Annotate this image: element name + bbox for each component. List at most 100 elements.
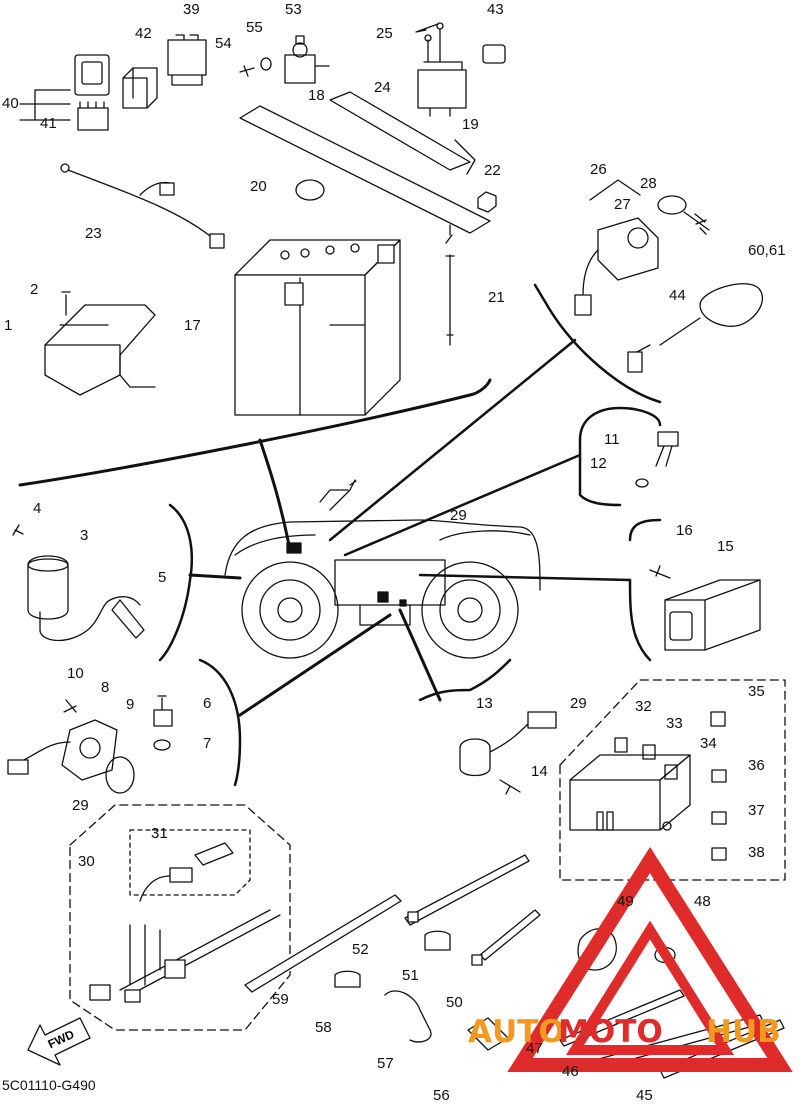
callout-60-61: 60,61 (748, 242, 786, 259)
callout-5: 5 (158, 569, 166, 586)
callout-14: 14 (531, 763, 548, 780)
callout-43: 43 (487, 1, 504, 18)
callout-3: 3 (80, 527, 88, 544)
callout-24: 24 (374, 79, 391, 96)
callout-32: 32 (635, 698, 652, 715)
callout-11: 11 (604, 431, 620, 448)
callout-7: 7 (203, 735, 211, 752)
callout-26: 26 (590, 161, 607, 178)
relay-part (122, 67, 158, 109)
ignition-coil-part (12, 524, 145, 642)
callout-27: 27 (614, 196, 631, 213)
clamp-part (334, 928, 676, 1051)
callout-45: 45 (636, 1087, 653, 1102)
callout-12: 12 (590, 455, 607, 472)
sensor-switch-part (153, 695, 173, 751)
callout-33: 33 (666, 715, 683, 732)
callout-53: 53 (285, 1, 302, 18)
callout-37: 37 (748, 802, 765, 819)
callout-16: 16 (676, 522, 693, 539)
rectifier-part (649, 565, 761, 651)
callout-17: 17 (184, 317, 201, 334)
callout-13: 13 (476, 695, 493, 712)
callout-41: 41 (40, 115, 57, 132)
long-bolt-part (445, 254, 455, 346)
fuse-box-part (569, 754, 691, 831)
callout-44: 44 (669, 287, 686, 304)
callout-38: 38 (748, 844, 765, 861)
callout-21: 21 (488, 289, 505, 306)
fuse-set-part (614, 711, 727, 861)
callout-labels: 39 53 43 42 55 54 25 24 40 41 18 19 22 2… (2, 1, 786, 1104)
callout-48: 48 (694, 893, 711, 910)
callout-4: 4 (33, 500, 41, 517)
watermark-uto: UTO (492, 1014, 565, 1050)
callout-30: 30 (78, 853, 95, 870)
nut-part (477, 191, 497, 213)
socket-part (627, 283, 764, 373)
callout-29-right: 29 (570, 695, 587, 712)
callout-46: 46 (562, 1063, 579, 1080)
callout-50: 50 (446, 994, 463, 1011)
callout-51: 51 (402, 967, 419, 984)
wire-harness-part (89, 842, 281, 1003)
relay-assembly-part (74, 54, 110, 131)
callout-6: 6 (203, 695, 211, 712)
callout-23: 23 (85, 225, 102, 242)
damper-part (295, 179, 325, 201)
callout-19: 19 (462, 116, 479, 133)
watermark-a: A (468, 1014, 492, 1050)
callout-9: 9 (126, 696, 134, 713)
forward-arrow-icon (27, 1017, 91, 1066)
callout-29-left: 29 (72, 797, 89, 814)
callout-47: 47 (526, 1040, 543, 1057)
callout-49: 49 (617, 893, 634, 910)
callout-35: 35 (748, 683, 765, 700)
watermark-hub: HUB (706, 1014, 781, 1050)
connector-cap-part (482, 44, 506, 64)
callout-28: 28 (640, 175, 657, 192)
callout-57: 57 (377, 1055, 394, 1072)
callout-15: 15 (717, 538, 734, 555)
pickup-coil-part (7, 699, 135, 794)
callout-40: 40 (2, 95, 19, 112)
relay-unit-part (417, 22, 467, 117)
callout-29-center: 29 (450, 507, 467, 524)
callout-2: 2 (30, 281, 38, 298)
switch-part (284, 35, 330, 84)
callout-55: 55 (246, 19, 263, 36)
starter-relay-part (167, 34, 207, 86)
cable-tie-part (244, 854, 541, 993)
battery-part (234, 239, 401, 416)
callout-34: 34 (700, 735, 717, 752)
main-switch-part (574, 217, 659, 316)
callout-56: 56 (433, 1087, 450, 1102)
callout-36: 36 (748, 757, 765, 774)
battery-bracket-part (239, 91, 491, 244)
callout-39: 39 (183, 1, 200, 18)
callout-59: 59 (272, 991, 289, 1008)
atv-silhouette (224, 479, 541, 659)
callout-54: 54 (215, 35, 232, 52)
automotohub-watermark (507, 846, 793, 1072)
callout-22: 22 (484, 162, 501, 179)
callout-31: 31 (151, 825, 168, 842)
bolt-part (239, 65, 255, 77)
cdi-unit-part (44, 291, 156, 396)
callout-8: 8 (101, 679, 109, 696)
callout-10: 10 (67, 665, 84, 682)
callout-58: 58 (315, 1019, 332, 1036)
callout-18: 18 (308, 87, 325, 104)
callout-20: 20 (250, 178, 267, 195)
callout-1: 1 (4, 317, 12, 334)
sensor-part (635, 431, 679, 488)
speed-sensor-part (459, 711, 557, 795)
lead-wire-part (60, 163, 225, 249)
key-part (657, 195, 710, 235)
washer-part (260, 57, 272, 71)
callout-52: 52 (352, 941, 369, 958)
watermark-moto: MOTO (558, 1014, 663, 1050)
callout-25: 25 (376, 25, 393, 42)
